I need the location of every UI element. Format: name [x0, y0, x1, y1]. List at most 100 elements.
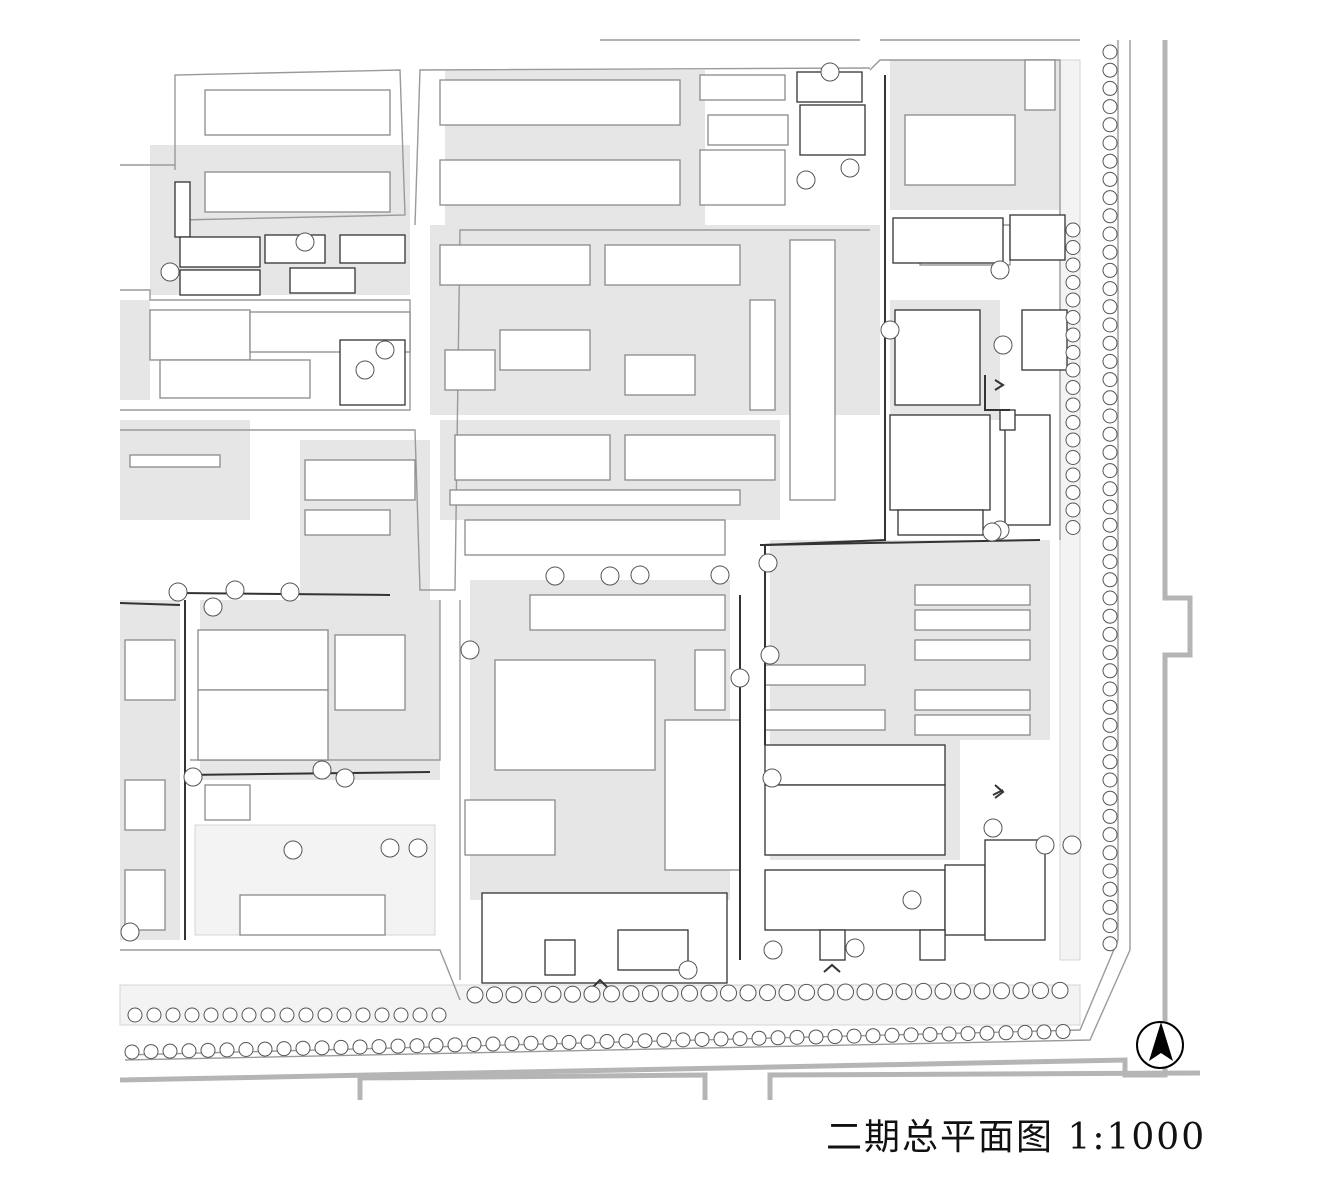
tree	[1102, 244, 1118, 260]
tree	[820, 62, 840, 82]
tree	[428, 1037, 444, 1053]
tree	[845, 938, 865, 958]
building	[439, 244, 591, 286]
tree	[993, 982, 1010, 1000]
tree	[895, 983, 913, 1001]
tree	[486, 986, 503, 1004]
highlighted-building	[819, 929, 846, 961]
tree	[993, 335, 1013, 355]
tree	[1065, 345, 1081, 360]
highlighted-building	[1004, 414, 1051, 526]
highlighted-building	[617, 929, 689, 971]
tree	[1102, 44, 1118, 60]
tree	[280, 582, 300, 602]
tree	[630, 565, 650, 585]
tree	[1102, 226, 1118, 242]
tree	[1102, 845, 1118, 861]
tree	[1065, 362, 1081, 378]
tree	[982, 522, 1002, 542]
tree	[184, 1007, 200, 1023]
tree	[837, 983, 854, 1001]
tree	[460, 640, 480, 660]
tree	[390, 1038, 406, 1054]
building	[204, 89, 391, 136]
tree	[1102, 481, 1118, 497]
tree	[1017, 1024, 1033, 1040]
highlighted-building	[764, 744, 946, 786]
tree	[1065, 415, 1081, 430]
tree	[1102, 208, 1118, 224]
tree	[789, 1029, 805, 1045]
tree	[770, 1030, 786, 1046]
tree	[656, 1032, 672, 1048]
tree	[124, 1044, 140, 1060]
tree	[544, 985, 562, 1003]
tree	[120, 922, 140, 942]
tree	[1065, 380, 1081, 395]
building	[439, 79, 681, 126]
tree	[505, 986, 523, 1004]
drawing-title: 二期总平面图 1:1000	[826, 1117, 1207, 1158]
tree	[1102, 754, 1118, 770]
building	[494, 659, 656, 771]
tree	[1032, 981, 1049, 999]
highlighted-building	[174, 181, 191, 238]
tree	[1065, 485, 1081, 500]
tree	[758, 553, 778, 573]
trees	[120, 44, 1118, 1060]
tree	[371, 1039, 387, 1055]
tree	[1065, 275, 1081, 290]
tree	[257, 1041, 273, 1057]
highlighted-building	[894, 309, 981, 406]
building	[454, 434, 611, 481]
highlighted-building	[179, 236, 261, 268]
tree	[412, 1007, 428, 1023]
walkway-line	[823, 963, 841, 973]
building	[464, 519, 726, 556]
tree	[314, 1040, 330, 1056]
tree	[681, 984, 698, 1002]
building	[197, 629, 329, 691]
tree	[143, 1044, 159, 1060]
tree	[902, 890, 922, 910]
tree	[523, 1035, 539, 1051]
tree	[732, 1031, 748, 1047]
tree	[146, 1007, 162, 1023]
tree	[1065, 292, 1081, 308]
tree	[1065, 520, 1081, 535]
tree	[876, 983, 893, 1001]
tree	[1102, 372, 1118, 388]
tree	[580, 1034, 596, 1050]
tree	[808, 1029, 824, 1045]
building	[914, 584, 1031, 606]
highlighted-building	[944, 864, 986, 936]
tree	[1102, 736, 1118, 752]
site-boundary-wall	[119, 40, 1193, 1083]
tree	[1065, 310, 1081, 325]
tree	[678, 960, 698, 980]
tree	[778, 984, 796, 1002]
tree	[1102, 499, 1118, 515]
tree	[238, 1041, 254, 1057]
tree	[983, 818, 1003, 838]
building	[624, 354, 696, 396]
building	[914, 609, 1031, 631]
tree	[1102, 117, 1118, 133]
tree	[1102, 827, 1118, 843]
tree	[317, 1007, 333, 1023]
tree	[865, 1028, 881, 1044]
tree	[203, 597, 223, 617]
tree	[1102, 317, 1118, 333]
tree	[352, 1039, 368, 1055]
tree	[219, 1042, 235, 1058]
tree	[1102, 99, 1118, 115]
tree	[200, 1042, 216, 1058]
tree	[694, 1031, 710, 1047]
tree	[1102, 717, 1118, 733]
tree	[618, 1033, 634, 1049]
paths	[119, 75, 1041, 989]
tree	[739, 984, 757, 1002]
tree	[1102, 299, 1118, 315]
tree	[840, 158, 860, 178]
building	[699, 149, 786, 206]
